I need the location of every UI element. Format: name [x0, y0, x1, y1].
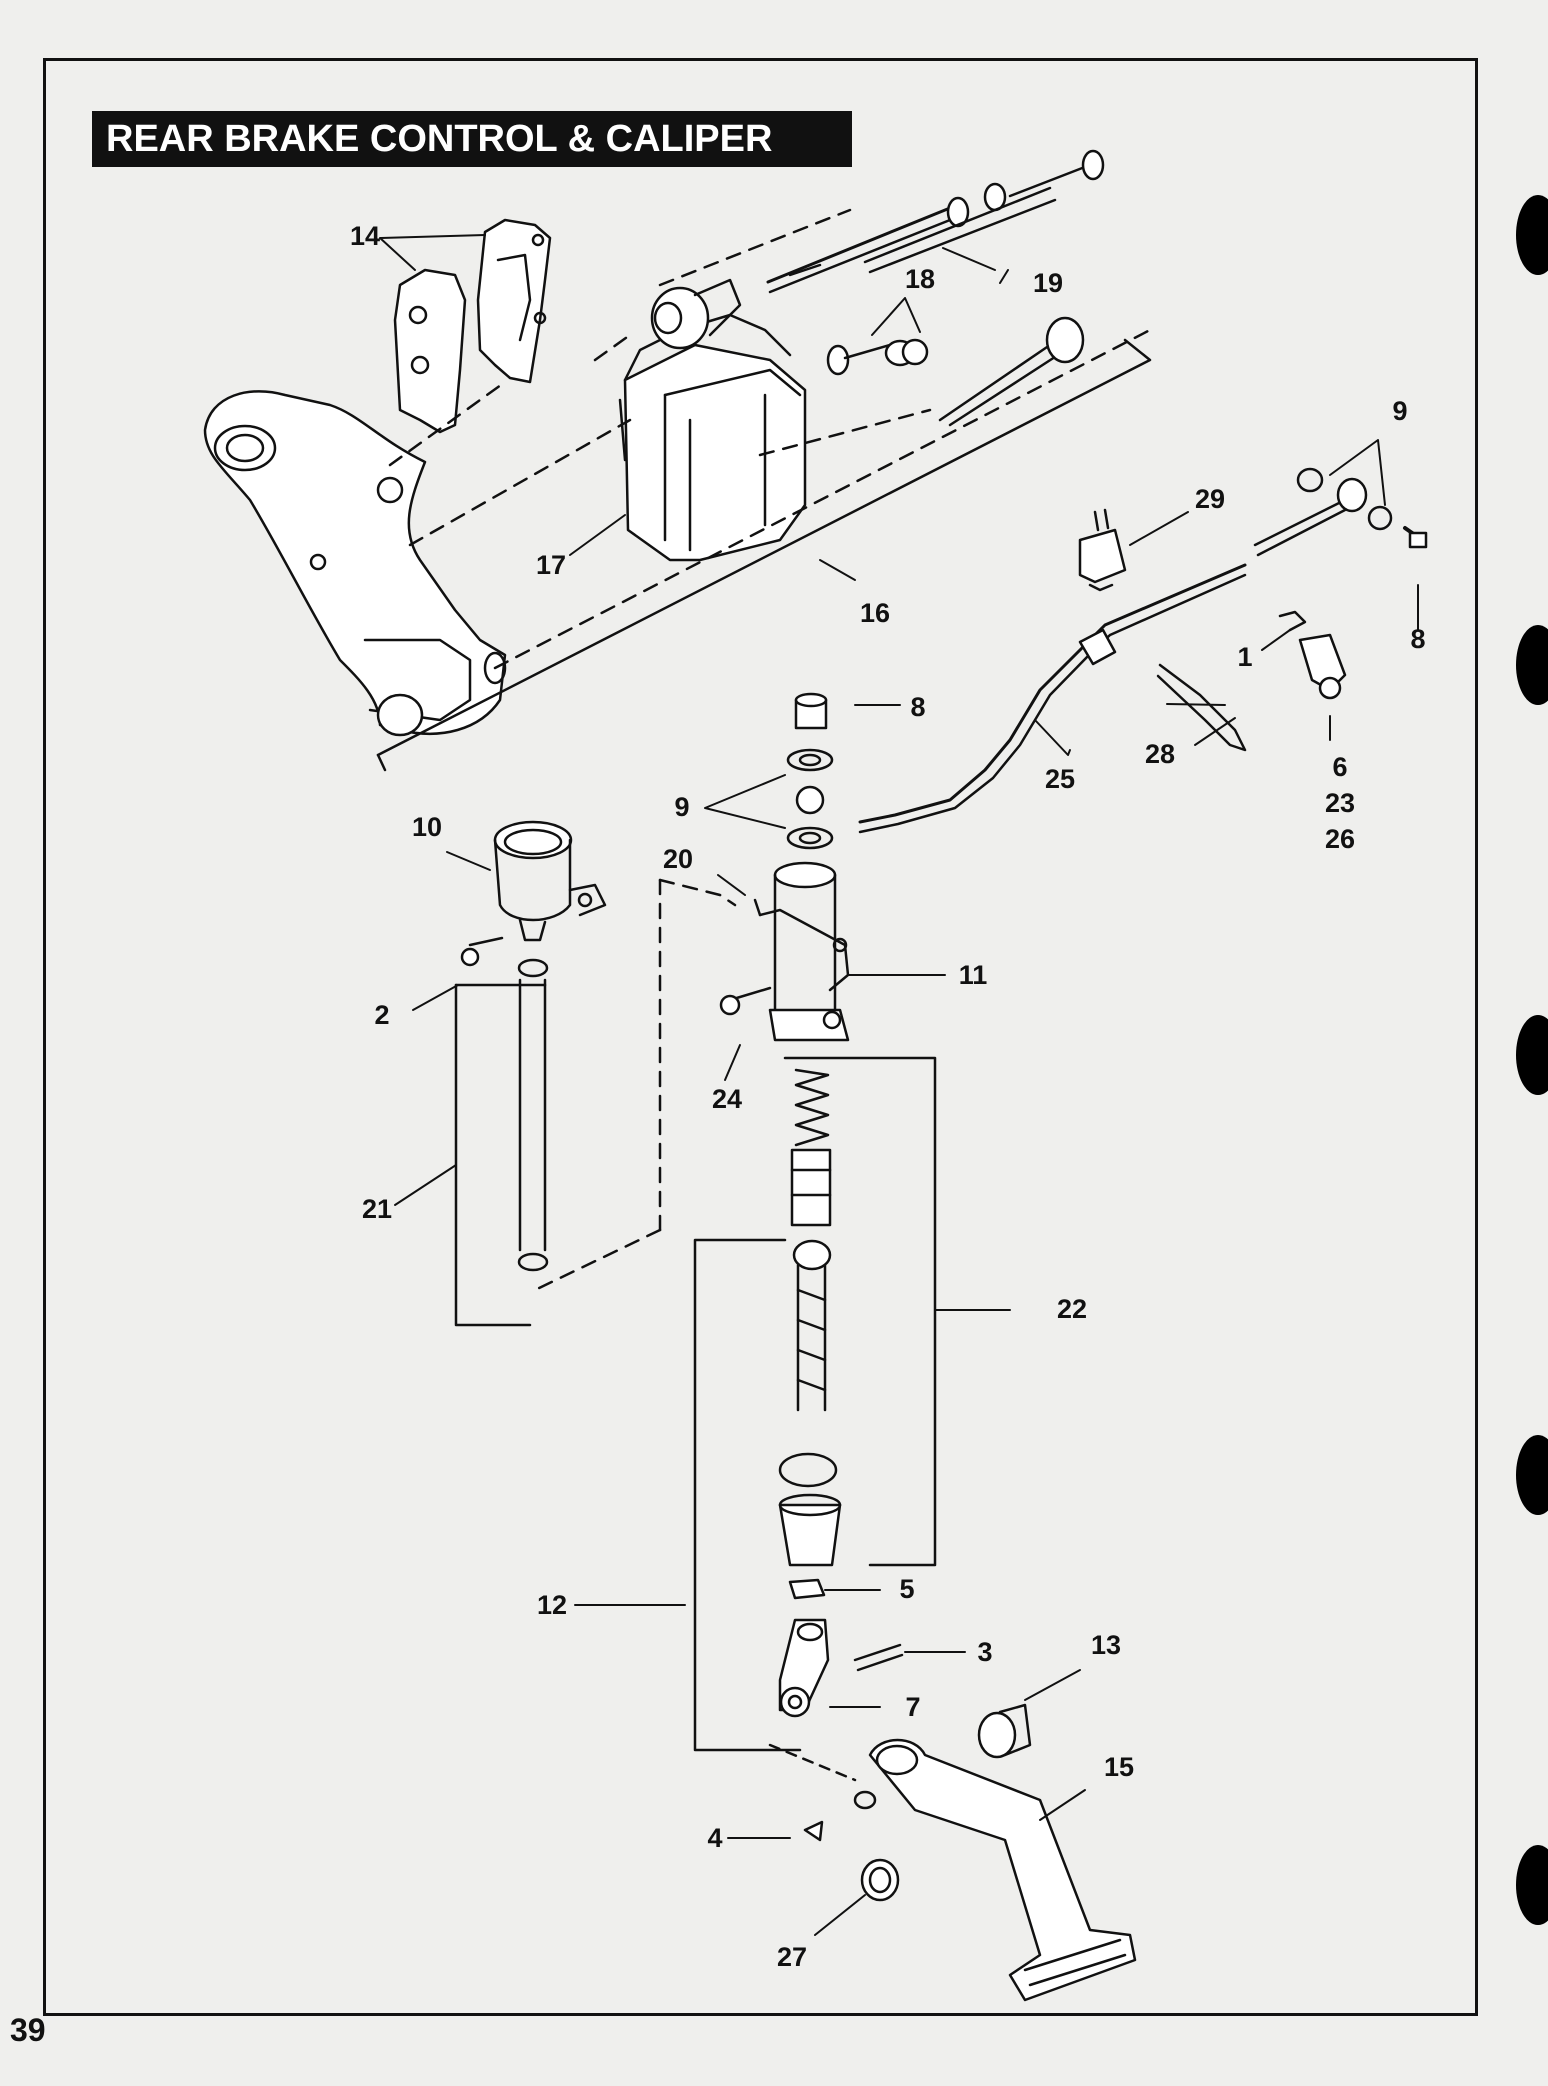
callout-26: 26	[1325, 824, 1355, 854]
binder-hole	[1516, 1015, 1548, 1095]
pedal-nut	[803, 1820, 824, 1842]
binder-hole	[1516, 1845, 1548, 1925]
brake-pedal	[853, 1738, 1137, 2002]
page-title: REAR BRAKE CONTROL & CALIPER	[92, 111, 852, 167]
assembly-guide-lines	[388, 208, 1152, 670]
brake-light-switch	[1078, 508, 1127, 592]
group-bracket-22	[783, 1056, 937, 1567]
callout-9a: 9	[1392, 396, 1407, 426]
callout-4: 4	[707, 1823, 722, 1853]
callout-29: 29	[1195, 484, 1225, 514]
caliper-bracket	[203, 390, 507, 737]
binder-hole	[1516, 625, 1548, 705]
binder-hole	[1516, 195, 1548, 275]
pedal-washer	[860, 1858, 900, 1902]
callout-19: 19	[1033, 268, 1063, 298]
callout-14: 14	[350, 221, 380, 251]
callout-1: 1	[1237, 642, 1252, 672]
callout-16: 16	[860, 598, 890, 628]
clevis	[778, 1618, 904, 1718]
callout-23: 23	[1325, 788, 1355, 818]
callout-24: 24	[712, 1084, 742, 1114]
callout-5: 5	[899, 1574, 914, 1604]
spring-clip	[1156, 663, 1247, 752]
callout-20: 20	[663, 844, 693, 874]
master-cylinder-body	[719, 861, 850, 1042]
callout-8a: 8	[1410, 624, 1425, 654]
cap-and-washers	[786, 692, 834, 850]
callout-13: 13	[1091, 1630, 1121, 1660]
hose-bracket-line	[454, 983, 532, 1327]
caliper-body	[618, 278, 807, 562]
callout-3: 3	[977, 1637, 992, 1667]
callout-28: 28	[1145, 739, 1175, 769]
callout-10: 10	[412, 812, 442, 842]
caliper-bolts	[766, 149, 1105, 427]
callout-9b: 9	[674, 792, 689, 822]
piston-assembly	[778, 1068, 842, 1600]
page-border	[43, 58, 1478, 2016]
callout-7: 7	[905, 1692, 920, 1722]
hose-guide-lines	[533, 878, 737, 1292]
page-number: 39	[10, 2012, 46, 2048]
callout-12: 12	[537, 1590, 567, 1620]
callout-21: 21	[362, 1194, 392, 1224]
brake-pads	[393, 218, 552, 434]
callout-8b: 8	[910, 692, 925, 722]
callout-leaders	[379, 234, 1419, 1936]
group-bracket-12	[693, 1238, 802, 1752]
callout-15: 15	[1104, 1752, 1134, 1782]
callout-22: 22	[1057, 1294, 1087, 1324]
binder-hole	[1516, 1435, 1548, 1515]
callout-18: 18	[905, 264, 935, 294]
bracket-group-line	[376, 338, 1152, 757]
pivot-bushing	[977, 1703, 1032, 1759]
callout-2: 2	[374, 1000, 389, 1030]
callout-27: 27	[777, 1942, 807, 1972]
reservoir	[493, 820, 607, 942]
brake-hose	[858, 467, 1428, 834]
callout-6: 6	[1332, 752, 1347, 782]
callout-11: 11	[959, 960, 988, 990]
callout-17: 17	[536, 550, 566, 580]
callout-25: 25	[1045, 764, 1075, 794]
reservoir-hose	[460, 936, 549, 1272]
